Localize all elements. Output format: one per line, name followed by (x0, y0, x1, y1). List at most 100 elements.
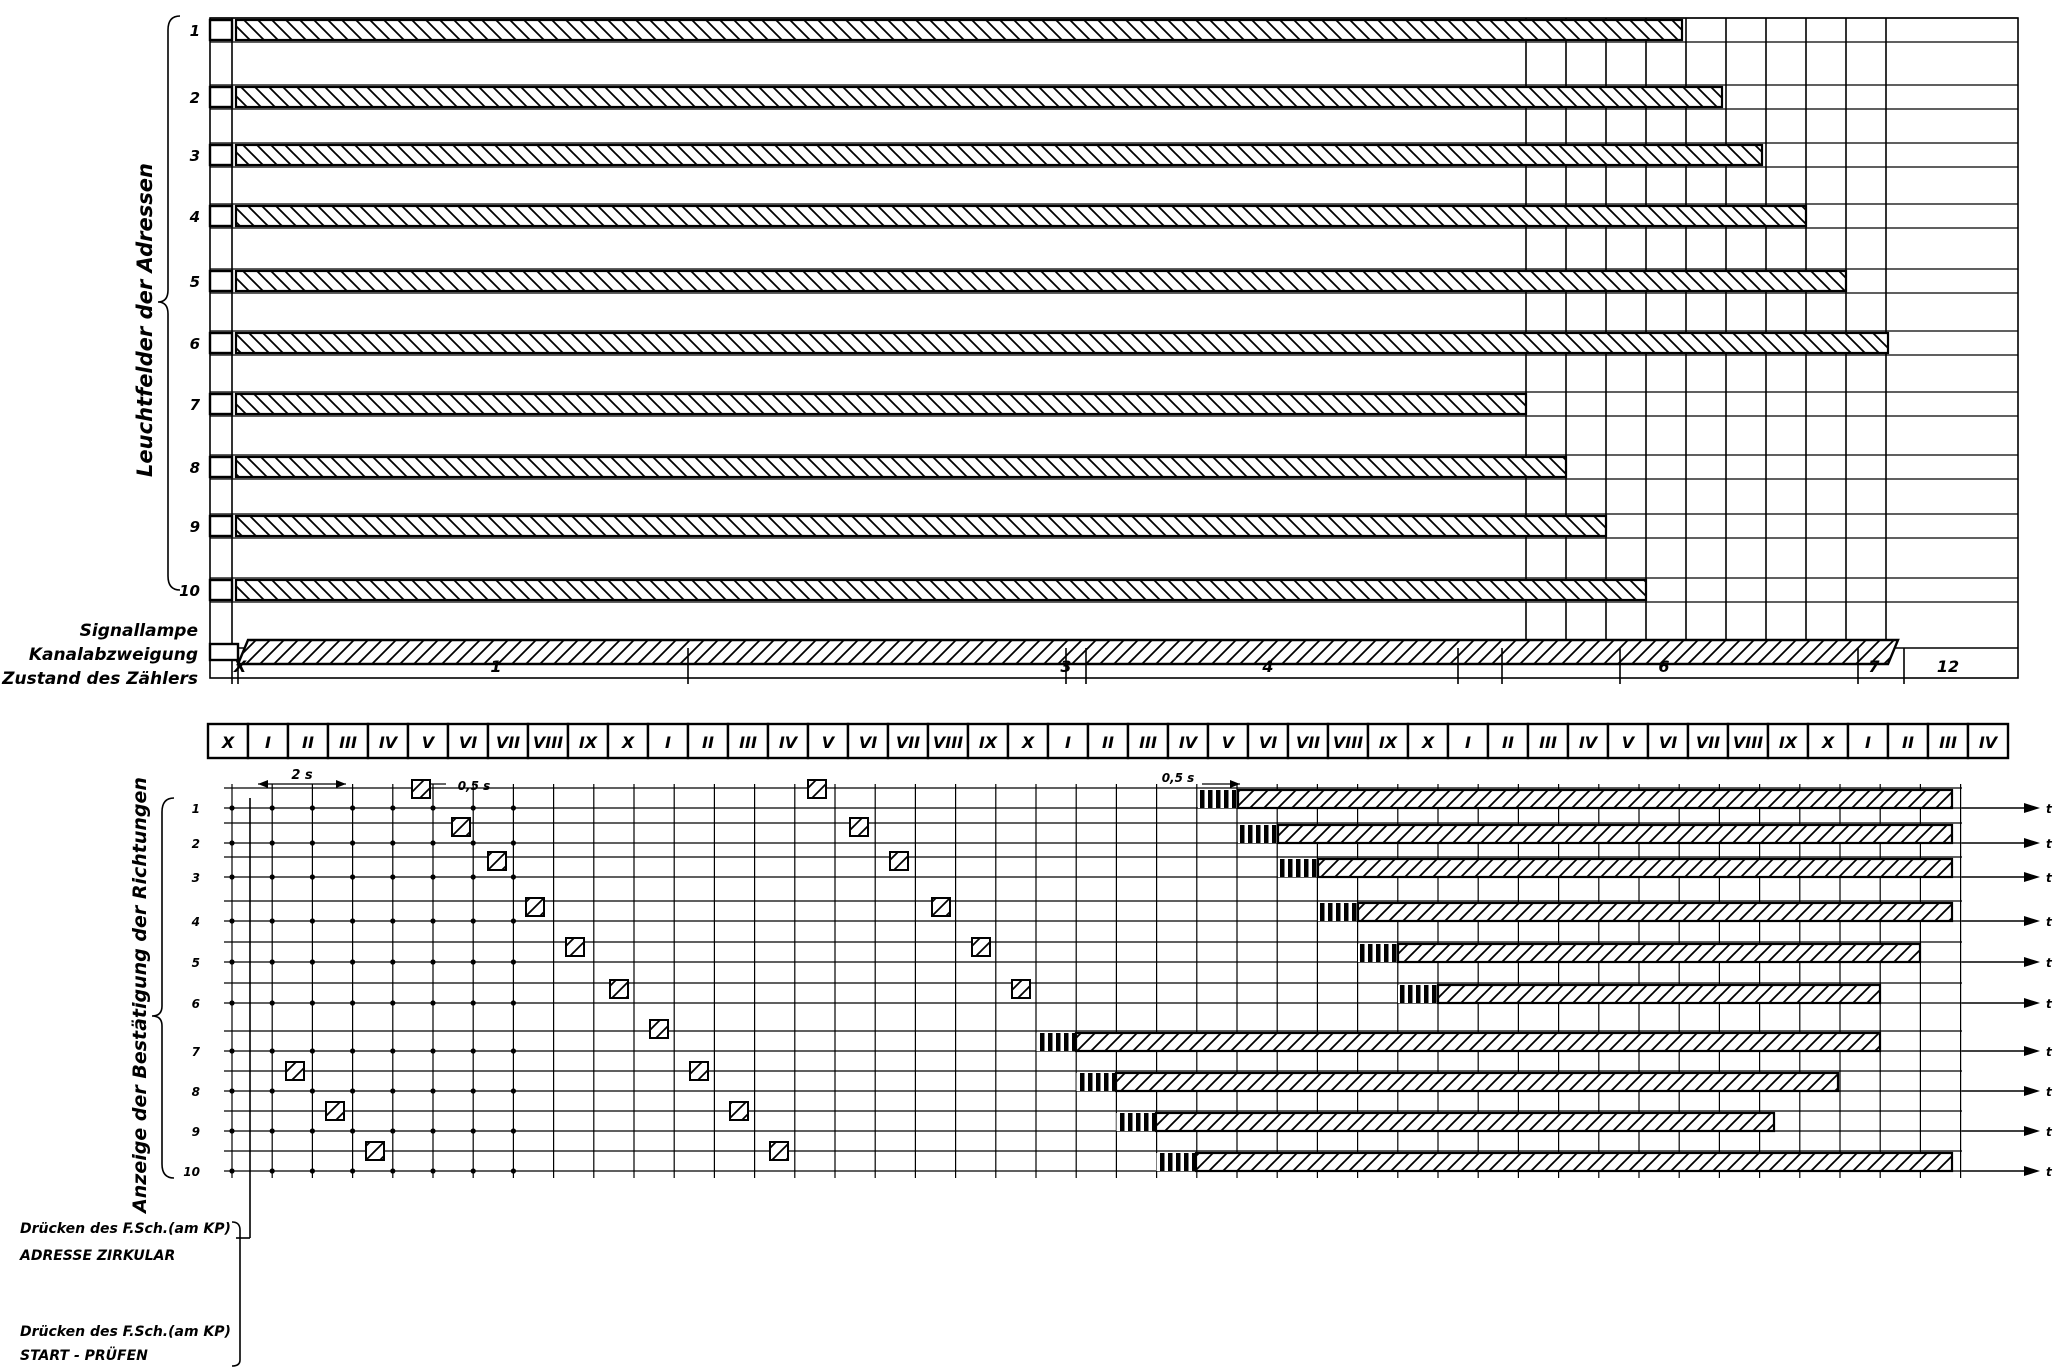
roman-cell (1966, 722, 2010, 760)
time-axis-label: t (2046, 837, 2053, 851)
time-arrowhead (2024, 1046, 2040, 1056)
grid-node (510, 874, 516, 880)
roman-cell (1406, 722, 1450, 760)
grid-node (430, 959, 436, 965)
grid-node (510, 918, 516, 924)
time-arrowhead (2024, 998, 2040, 1008)
address-row-label: 8 (190, 459, 200, 477)
roman-cell (1046, 722, 1090, 760)
time-axis-label: t (2046, 956, 2053, 970)
time-arrowhead (2024, 1126, 2040, 1136)
counter-state-mark: 4 (1261, 657, 1273, 676)
roman-cell (1606, 722, 1650, 760)
grid-node (309, 1128, 315, 1134)
address-bar (234, 269, 1848, 293)
grid-node (470, 805, 476, 811)
grid-node (309, 1000, 315, 1006)
confirmation-square (285, 1061, 305, 1081)
grid-node (390, 1088, 396, 1094)
time-arrowhead (2024, 1166, 2040, 1176)
confirmation-square (325, 1101, 345, 1121)
direction-row-label: 2 (192, 837, 200, 851)
press-address-annotation: Drücken des F.Sch.(am KP) ADRESSE ZIRKUL… (19, 798, 251, 1367)
pulse-block (1076, 1073, 1116, 1091)
grid-node (430, 918, 436, 924)
grid-node (470, 1000, 476, 1006)
roman-cell (1126, 722, 1170, 760)
grid-node (350, 1128, 356, 1134)
confirmation-square (365, 1141, 385, 1161)
grid-node (430, 1088, 436, 1094)
counter-state-mark: 3 (1060, 657, 1071, 676)
roman-numeral: IV (1179, 733, 1199, 752)
address-row-marker (208, 85, 234, 109)
address-row-label: 10 (179, 582, 200, 600)
roman-numeral: VIII (533, 733, 563, 752)
time-axis-label: t (2046, 871, 2053, 885)
grid-node (350, 874, 356, 880)
direction-marks (285, 779, 1954, 1173)
confirmation-bar (1114, 1071, 1840, 1093)
time-arrowhead (2024, 872, 2040, 882)
address-bar (234, 143, 1764, 167)
grid-node (470, 1128, 476, 1134)
grid-node (269, 918, 275, 924)
time-arrowhead (2024, 957, 2040, 967)
roman-numeral: VI (1659, 733, 1677, 752)
channel-branch-label: Kanalabzweigung (29, 645, 198, 665)
address-row-marker (208, 204, 234, 228)
roman-cell (1366, 722, 1410, 760)
press-address-line2: ADRESSE ZIRKULAR (19, 1248, 175, 1264)
direction-row-label: 1 (192, 802, 200, 816)
grid-node (470, 1168, 476, 1174)
grid-node (390, 959, 396, 965)
pulse-block (1036, 1033, 1076, 1051)
roman-cell (966, 722, 1010, 760)
confirmation-bar (1356, 901, 1954, 923)
confirmation-bar (1276, 823, 1954, 845)
dim-2s-label: 2 s (291, 768, 313, 783)
press-address-line1: Drücken des F.Sch.(am KP) (20, 1221, 231, 1237)
roman-cell (1726, 722, 1770, 760)
grid-node (390, 805, 396, 811)
direction-group-label: Anzeige der Bestätigung der Richtungen (129, 777, 151, 1215)
grid-node (390, 840, 396, 846)
grid-node (229, 1088, 235, 1094)
roman-numeral: I (265, 733, 271, 752)
time-arrowhead (2024, 1086, 2040, 1096)
counter-state-mark: 6 (1658, 657, 1669, 676)
grid-node (229, 805, 235, 811)
roman-numeral: I (665, 733, 671, 752)
roman-numeral: VII (1696, 733, 1720, 752)
grid-node (510, 1088, 516, 1094)
roman-numeral: III (1939, 733, 1957, 752)
roman-cell (526, 722, 570, 760)
roman-cell (726, 722, 770, 760)
roman-numeral: III (1539, 733, 1557, 752)
dim-05s-label-b: 0,5 s (1162, 771, 1195, 785)
confirmation-bar (1396, 942, 1922, 964)
time-axis-label: t (2046, 1045, 2053, 1059)
roman-cell (206, 722, 250, 760)
grid-node (470, 840, 476, 846)
roman-numeral: II (1502, 733, 1514, 752)
direction-row-label: 7 (192, 1045, 201, 1059)
confirmation-square (411, 779, 431, 799)
time-axis-label: t (2046, 1085, 2053, 1099)
roman-cell (1846, 722, 1890, 760)
grid-node (229, 1128, 235, 1134)
grid-node (430, 1168, 436, 1174)
grid-node (430, 1128, 436, 1134)
direction-row-label: 4 (191, 915, 200, 929)
roman-cell (1886, 722, 1930, 760)
grid-node (350, 1088, 356, 1094)
address-group-label: Leuchtfelder der Adressen (133, 163, 157, 477)
grid-node (350, 1000, 356, 1006)
roman-numeral: III (339, 733, 357, 752)
roman-numeral: I (1065, 733, 1071, 752)
roman-cell (806, 722, 850, 760)
